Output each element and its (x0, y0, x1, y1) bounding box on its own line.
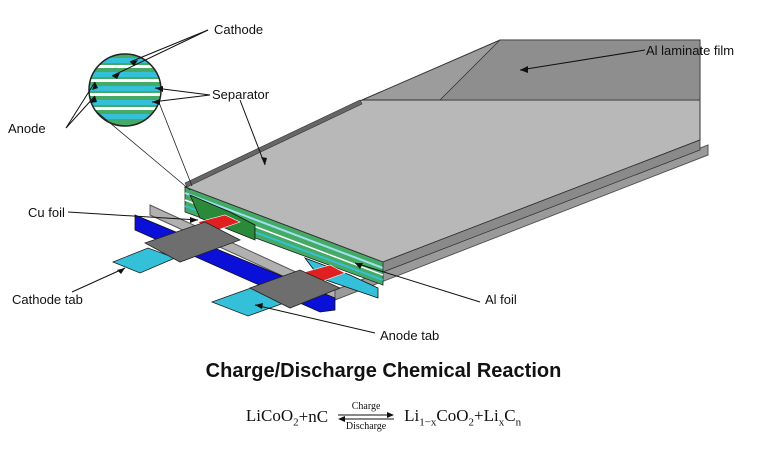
discharge-label: Discharge (345, 421, 387, 432)
separator-label: Separator (212, 87, 270, 102)
zoom-circle (89, 54, 161, 126)
laminate-right-face (382, 139, 701, 273)
zoom-line (157, 99, 193, 187)
reactant-1: LiCoO2 (245, 405, 299, 429)
al-foil-label: Al foil (485, 292, 517, 307)
page-title: Charge/Discharge Chemical Reaction (205, 360, 562, 382)
cathode-label: Cathode (214, 22, 264, 37)
charge-label: Charge (351, 401, 381, 412)
al-laminate-film-label: Al laminate film (646, 43, 735, 58)
cathode-tab-label: Cathode tab (12, 292, 83, 307)
product-1: Li1−xCoO2 (404, 405, 475, 429)
laminate-film-top (439, 39, 701, 101)
reaction-arrows: Charge Discharge (336, 402, 396, 432)
separator-frame (184, 99, 363, 188)
cathode-plate (144, 221, 241, 263)
anode-tab-label: Anode tab (380, 328, 440, 343)
anode-label: Anode (8, 121, 46, 136)
reaction-equation: LiCoO2 +nC Charge Discharge Li1−xCoO2 +L… (0, 402, 767, 432)
cu-foil-label: Cu foil (28, 205, 65, 220)
zoom-line (96, 111, 191, 191)
leader-lines (65, 29, 646, 334)
anode-plate (248, 269, 342, 309)
equilibrium-arrow-icon (338, 412, 395, 422)
stack-line (184, 192, 384, 269)
reactant-2: +nC (298, 407, 329, 426)
product-2: +LixCn (474, 405, 522, 429)
leader-arrowheads (90, 60, 528, 309)
